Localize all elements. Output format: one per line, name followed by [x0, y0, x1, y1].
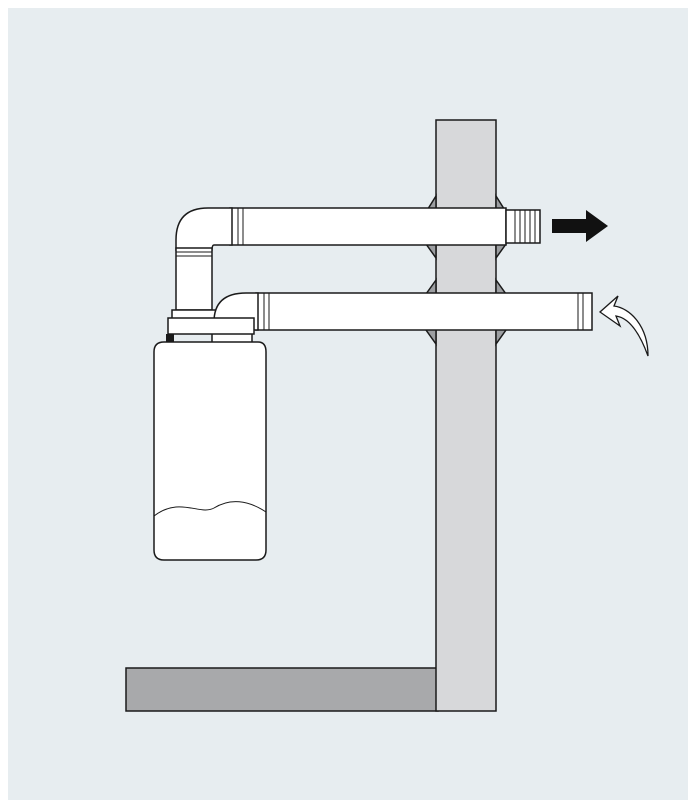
flue-terminal — [505, 209, 541, 244]
flue-pipe-vertical — [175, 247, 213, 311]
boiler-top-fitting — [167, 317, 255, 335]
boiler — [153, 341, 267, 561]
air-intake-pipe — [211, 292, 593, 345]
flue-pipe-horizontal — [229, 207, 507, 246]
floor — [125, 667, 439, 712]
curved-arrow-icon — [598, 295, 649, 357]
arrow-right-icon — [552, 210, 608, 242]
boiler-front-panel — [153, 501, 267, 517]
flue-pipe — [171, 207, 541, 321]
air-pipe-horizontal — [255, 292, 593, 331]
boiler-body — [153, 341, 267, 561]
diagram-panel — [8, 8, 688, 800]
boiler-top-bracket — [166, 334, 174, 342]
